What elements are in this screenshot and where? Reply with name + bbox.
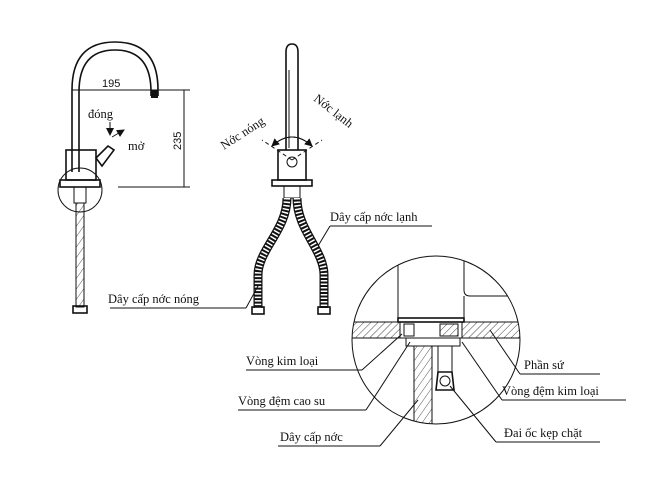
side-view: 195 235 đóng mở: [57, 41, 190, 314]
detail-view: Vòng kim loại Vòng đệm cao su Dây cấp nớ…: [238, 255, 626, 447]
water-hose-label: Dây cấp nớc: [280, 430, 343, 444]
detail-circle: [351, 255, 521, 425]
spout-outline: [71, 41, 159, 172]
cold-water-label: Nớc lạnh: [311, 91, 356, 131]
front-spout: [285, 43, 299, 150]
ceramic-label: Phần sứ: [524, 358, 565, 372]
cold-hose-label: Dây cấp nớc lạnh: [330, 210, 418, 224]
hot-hose-label: Dây cấp nớc nóng: [108, 292, 200, 306]
metal-washer-label: Vòng đệm kim loại: [502, 384, 599, 398]
hot-hose-nut: [251, 306, 265, 315]
rubber-washer-label: Vòng đệm cao su: [238, 394, 326, 408]
cold-hose-nut: [317, 306, 331, 315]
metal-ring-label: Vòng kim loại: [246, 354, 319, 368]
clamp-nut-label: Đai ốc kẹp chặt: [504, 426, 583, 440]
front-body: [277, 149, 307, 181]
dim-width: 195: [102, 78, 120, 90]
dim-height: 235: [172, 132, 184, 150]
open-label: mở: [128, 139, 145, 153]
handle: [94, 144, 116, 168]
front-view: Nớc nóng Nớc lạnh Dây cấp nớc nóng Dây c…: [108, 43, 432, 315]
close-label: đóng: [88, 107, 114, 121]
side-hose: [75, 202, 85, 308]
faucet-body: [65, 149, 97, 181]
hot-water-label: Nớc nóng: [218, 114, 268, 153]
